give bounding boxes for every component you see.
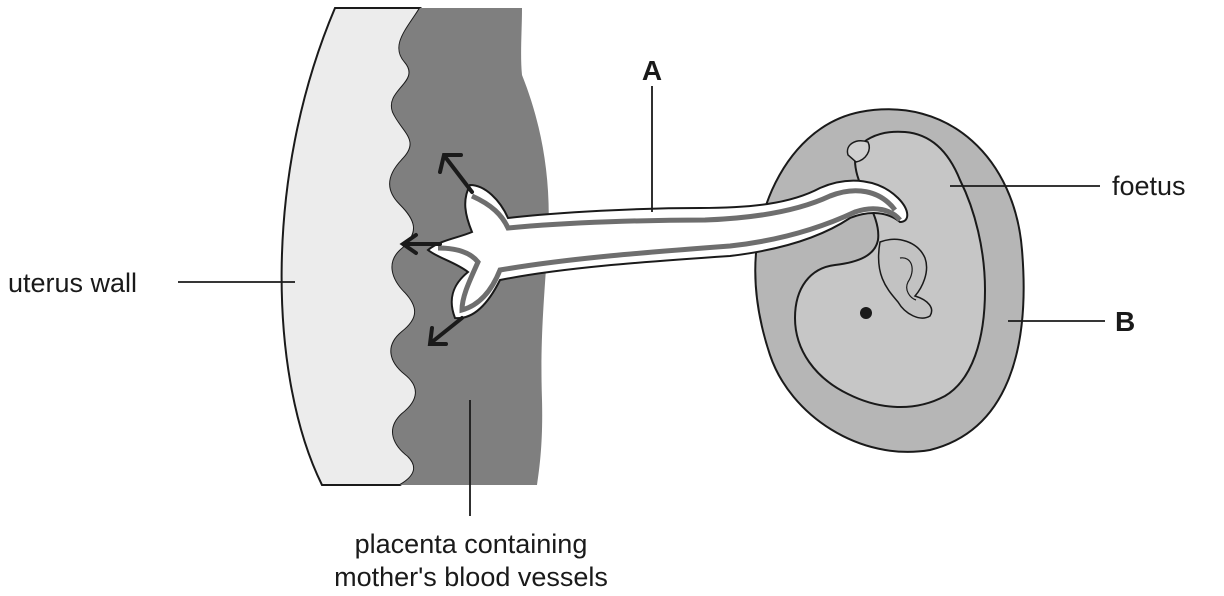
- label-foetus: foetus: [1112, 171, 1186, 201]
- uterus-wall: [282, 8, 420, 485]
- label-a: A: [642, 55, 662, 86]
- label-b: B: [1115, 306, 1135, 337]
- foetus-eye: [860, 307, 872, 319]
- label-placenta-line1: placenta containing: [355, 529, 588, 559]
- label-placenta-line2: mother's blood vessels: [334, 562, 608, 592]
- label-uterus-wall: uterus wall: [8, 268, 137, 298]
